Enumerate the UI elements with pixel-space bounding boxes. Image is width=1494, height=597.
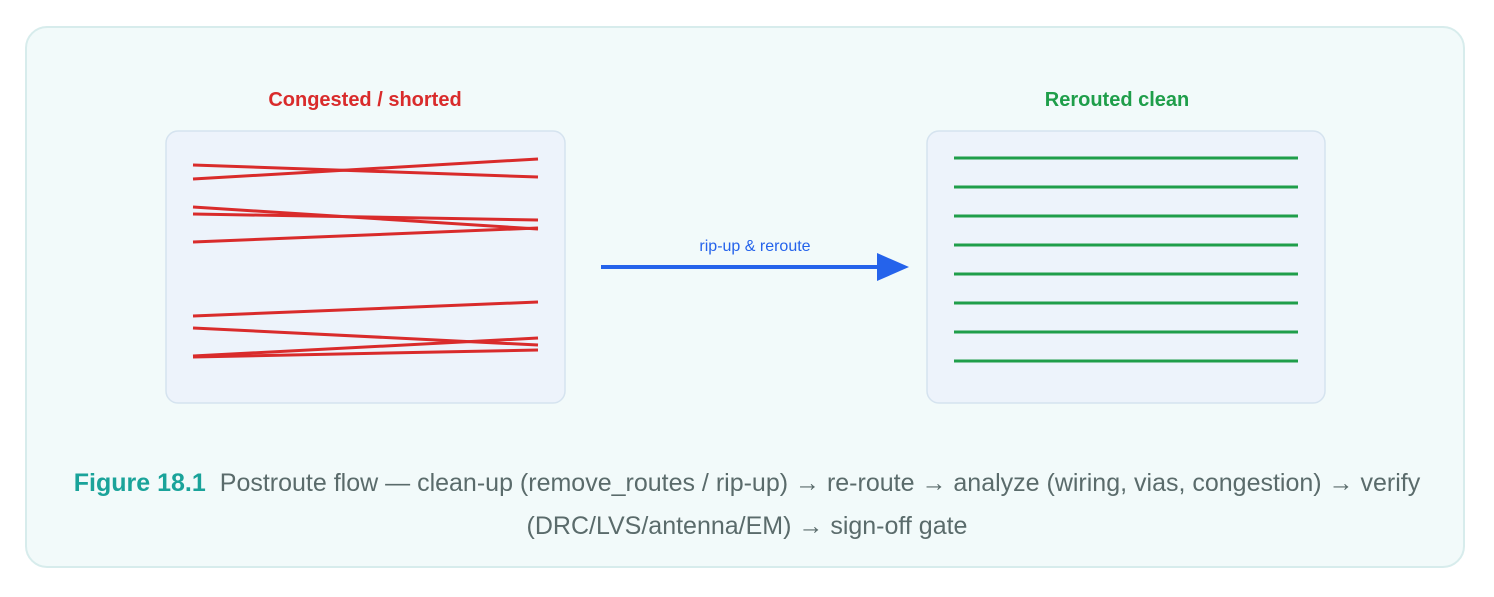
figure-label: Figure 18.1 — [73, 469, 206, 497]
wire — [192, 212, 539, 222]
reroute-arrow-head — [877, 253, 909, 281]
congested-wires — [192, 157, 539, 359]
congested-panel — [165, 130, 566, 404]
wire — [192, 336, 539, 358]
figure-caption: Figure 18.1 Postroute flow — clean-up (re… — [60, 462, 1434, 548]
arrow-label: rip-up & reroute — [699, 238, 810, 255]
left-panel-title: Congested / shorted — [268, 89, 461, 111]
clean-panel — [926, 130, 1326, 404]
wire — [192, 163, 539, 179]
wire — [192, 300, 539, 318]
clean-wires — [954, 156, 1298, 363]
wire — [192, 348, 539, 359]
right-panel-title: Rerouted clean — [1045, 89, 1189, 111]
caption-text: Postroute flow — clean-up (remove_routes… — [219, 469, 1421, 540]
wire — [192, 226, 539, 244]
wire — [192, 157, 539, 181]
